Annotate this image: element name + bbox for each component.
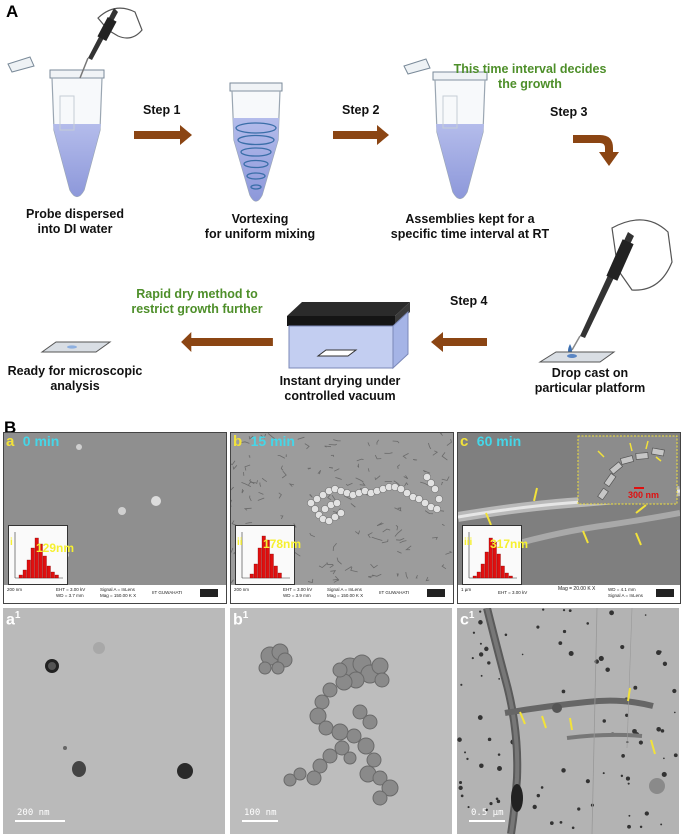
- histogram-bar: [277, 572, 282, 579]
- sem-c-infobar: 1 µm EHT = 3.00 kV Mag = 20.00 K X WD = …: [458, 585, 680, 603]
- arrow-step-2: [333, 125, 389, 145]
- histogram-bar: [50, 571, 55, 579]
- histogram-bar: [42, 555, 47, 579]
- sem-panel-c: c 60 min 300 nm iii 317nm 1 µm EHT = 3.0…: [457, 432, 681, 604]
- caption-vortex: Vortexing for uniform mixing: [204, 212, 316, 241]
- scalebar-a1: [15, 820, 65, 822]
- scale-text-b1: 100 nm: [244, 808, 277, 818]
- step-3-label: Step 3: [550, 105, 588, 119]
- histogram-bar: [265, 539, 270, 579]
- scale-text-c1: 0.5 µm: [471, 808, 504, 818]
- sem-panel-a: a 0 min i 129nm 200 nm EHT = 3.00 kV WD …: [3, 432, 227, 604]
- histogram-bar: [30, 547, 35, 579]
- arrow-step-1: [134, 125, 192, 145]
- histogram-bar: [488, 537, 493, 579]
- note-rapid-dry: Rapid dry method to restrict growth furt…: [131, 287, 263, 316]
- arrow-to-ready: [181, 332, 273, 352]
- histogram-bar: [54, 574, 59, 579]
- sem-c-header: c 60 min: [460, 433, 522, 450]
- platform-dropcast: [538, 351, 616, 363]
- caption-assemblies: Assemblies kept for a specific time inte…: [390, 212, 550, 241]
- note-time-interval: This time interval decides the growth: [453, 62, 607, 91]
- histogram-bar: [500, 565, 505, 579]
- histogram-bar: [496, 553, 501, 579]
- histogram-bar: [504, 572, 509, 579]
- scalebar-c1: [469, 820, 505, 822]
- arrow-step-3: [573, 135, 619, 166]
- size-label-c: 317nm: [490, 537, 529, 551]
- arrow-step-4: [431, 332, 487, 352]
- tem-panel-a1: a1 200 nm: [3, 608, 225, 834]
- inset-scale-c: 300 nm: [628, 490, 660, 500]
- scalebar-b1: [242, 820, 278, 822]
- histogram-bar: [46, 565, 51, 579]
- histogram-bar: [261, 535, 266, 579]
- tem-b1-label: b1: [233, 610, 249, 629]
- histogram-bar: [257, 547, 262, 579]
- panel-a-letter: A: [6, 2, 19, 21]
- tube-probe: [7, 56, 105, 198]
- histogram-bar: [269, 553, 274, 579]
- tem-a1-label: a1: [6, 610, 21, 629]
- histogram-bar: [22, 569, 27, 579]
- pipette-hand-1: [79, 7, 143, 79]
- histogram-bar: [34, 537, 39, 579]
- histogram-a: [8, 525, 68, 585]
- histogram-bar: [480, 563, 485, 579]
- histogram-bar: [472, 575, 477, 579]
- size-label-b: 178nm: [263, 537, 302, 551]
- step-2-label: Step 2: [342, 103, 380, 117]
- step-1-label: Step 1: [143, 103, 181, 117]
- histogram-bar: [476, 571, 481, 579]
- sem-a-infobar: 200 nm EHT = 3.00 kV WD = 3.7 mm Signal …: [4, 585, 226, 603]
- histogram-bar: [249, 573, 254, 579]
- workflow-diagram: [7, 7, 673, 370]
- histogram-bar: [26, 559, 31, 579]
- sem-panel-b: b 15 min ii 178nm 200 nm EHT = 3.00 kV W…: [230, 432, 454, 604]
- histogram-bar: [38, 543, 43, 579]
- vacuum-chamber: [287, 302, 410, 370]
- histogram-c: [462, 525, 522, 585]
- tem-panel-b1: b1 100 nm: [230, 608, 452, 834]
- caption-drying: Instant drying under controlled vacuum: [279, 374, 401, 403]
- histogram-bar: [484, 551, 489, 579]
- sem-b-header: b 15 min: [233, 433, 295, 450]
- step-4-label: Step 4: [450, 294, 488, 308]
- scale-text-a1: 200 nm: [17, 808, 50, 818]
- sem-a-header: a 0 min: [6, 433, 60, 450]
- dropcast-hand: [568, 219, 673, 354]
- tem-panel-c1: c1 0.5 µm: [457, 608, 679, 834]
- size-label-a: 129nm: [36, 541, 75, 555]
- caption-dropcast: Drop cast on particular platform: [534, 366, 646, 395]
- histogram-bar: [253, 563, 258, 579]
- histogram-bar: [273, 565, 278, 579]
- inset-numeral-i: i: [10, 537, 13, 548]
- histogram-b: [235, 525, 295, 585]
- tube-assemblies: [403, 58, 488, 200]
- sem-b-infobar: 200 nm EHT = 3.00 kV WD = 3.9 mm Signal …: [231, 585, 453, 603]
- caption-ready: Ready for microscopic analysis: [7, 364, 143, 393]
- inset-numeral-ii: ii: [237, 537, 243, 548]
- tem-c1-label: c1: [460, 610, 475, 629]
- caption-probe: Probe dispersed into DI water: [26, 207, 124, 236]
- tube-vortex: [229, 82, 283, 202]
- inset-numeral-iii: iii: [464, 537, 473, 548]
- histogram-bar: [508, 575, 513, 579]
- histogram-bar: [18, 574, 23, 579]
- histogram-bar: [492, 541, 497, 579]
